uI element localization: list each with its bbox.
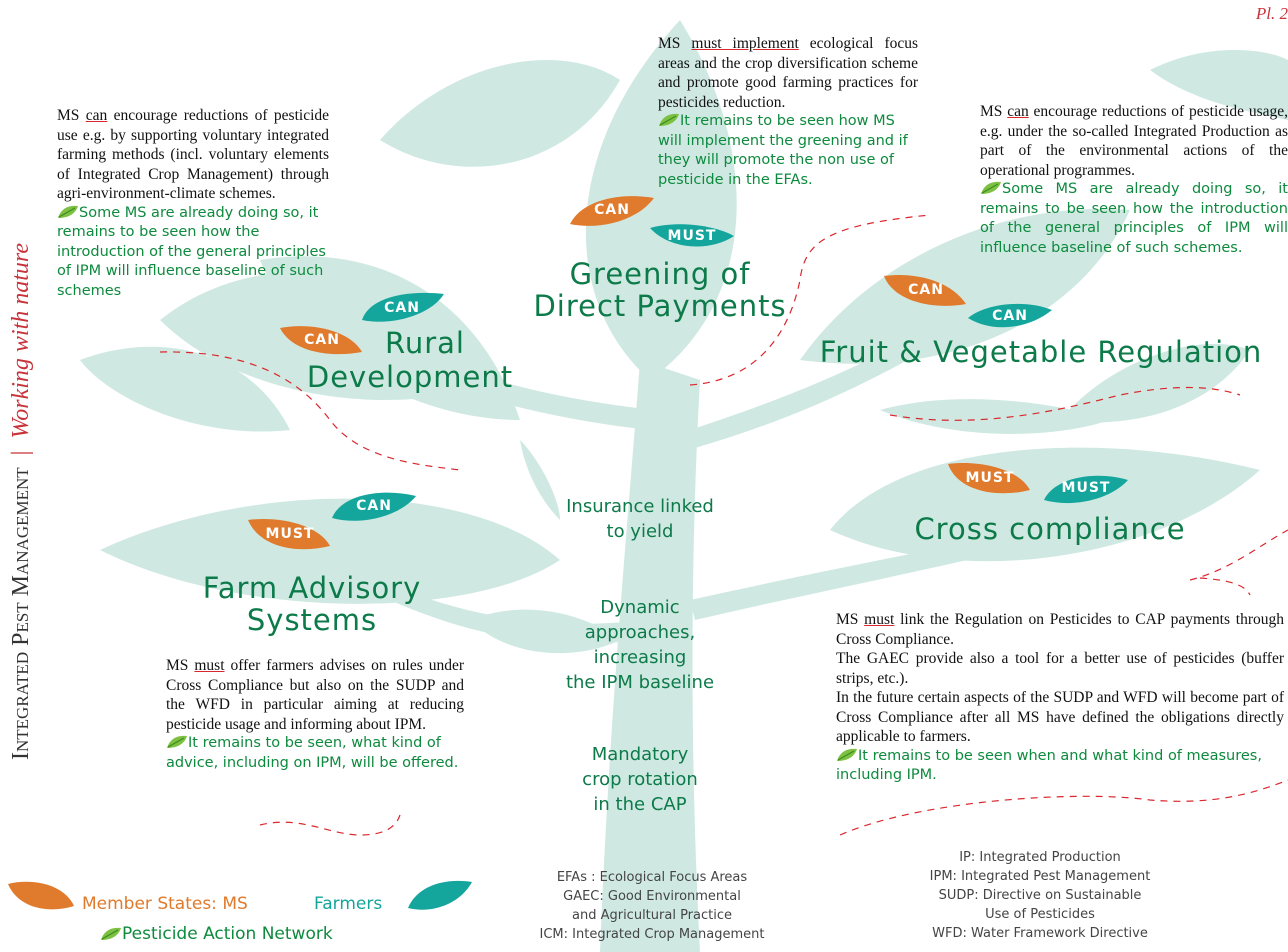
glossary-left: EFAs : Ecological Focus Areas GAEC: Good…: [539, 870, 765, 942]
cc-note-text: It remains to be seen when and what kind…: [836, 747, 1262, 784]
rd-note: Some MS are already doing so, it remains…: [57, 204, 329, 302]
fa-note-text: It remains to be seen, what kind of advi…: [166, 735, 459, 771]
leaf-bullet-icon: [58, 205, 78, 218]
cc-note: It remains to be seen when and what kind…: [836, 747, 1284, 786]
gr-modal: must implement: [691, 35, 799, 52]
fruit-veg-title: Fruit & Vegetable Regulation: [819, 335, 1263, 369]
gr-note: It remains to be seen how MS will implem…: [658, 112, 918, 190]
rural-development-title: Rural Development: [306, 326, 514, 394]
greening-title: Greening of Direct Payments: [533, 257, 787, 323]
fa-prefix: MS: [166, 657, 189, 674]
fa-must-orange-badge: MUST: [248, 516, 332, 552]
cc-must-teal-badge: MUST: [1044, 470, 1128, 506]
fv-note-text: Some MS are already doing so, it remains…: [980, 181, 1288, 256]
cc-body-2: The GAEC provide also a tool for a bette…: [836, 650, 1284, 687]
gr-prefix: MS: [658, 35, 681, 52]
fruit-veg-text: MS can encourage reductions of pesticide…: [980, 102, 1288, 258]
leaf-bullet-icon: [981, 181, 1001, 194]
farm-advisory-title: Farm Advisory Systems: [202, 571, 422, 637]
legend-member-states: Member States: MS: [82, 894, 248, 914]
trunk-item-dynamic: Dynamic approaches, increasing the IPM b…: [565, 597, 715, 693]
rd-can-teal-badge: CAN: [360, 290, 444, 326]
cc-prefix: MS: [836, 611, 859, 628]
rural-development-text: MS can encourage reductions of pesticide…: [57, 106, 329, 301]
fv-can-orange-badge: CAN: [884, 272, 968, 308]
leaf-bullet-icon: [837, 748, 857, 761]
cc-must-orange-badge: MUST: [948, 460, 1032, 496]
side-title-separator: |: [8, 450, 34, 456]
fa-modal: must: [194, 657, 225, 674]
leaf-bullet-icon: [659, 113, 679, 126]
gr-body: ecological focus areas and the crop dive…: [658, 35, 919, 111]
fv-note: Some MS are already doing so, it remains…: [980, 180, 1288, 258]
rd-body: encourage reductions of pesticide use e.…: [57, 107, 330, 202]
gr-must-teal-badge: MUST: [650, 218, 734, 254]
fa-can-teal-badge: CAN: [332, 488, 416, 524]
trunk-item-mandatory: Mandatory crop rotation in the CAP: [582, 744, 698, 815]
greening-text: MS must implement ecological focus areas…: [658, 34, 918, 190]
cc-modal: must: [864, 611, 895, 628]
gr-note-text: It remains to be seen how MS will implem…: [658, 113, 908, 188]
member-states-leaf-icon: [8, 881, 74, 910]
cc-body-1: link the Regulation on Pesticides to CAP…: [836, 611, 1284, 648]
fv-body: encourage reductions of pesticide usage,…: [980, 103, 1288, 179]
fa-body: offer farmers advises on rules under Cro…: [166, 657, 465, 733]
fa-note: It remains to be seen, what kind of advi…: [166, 734, 464, 773]
cross-compliance-title: Cross compliance: [914, 512, 1186, 546]
page-reference: Pl. 2: [1255, 4, 1288, 23]
leaf-bullet-icon: [101, 927, 121, 940]
fv-can-teal-badge: CAN: [968, 298, 1052, 334]
glossary-right: IP: Integrated Production IPM: Integrate…: [929, 850, 1151, 941]
rd-can-orange-badge: CAN: [280, 322, 364, 358]
fv-prefix: MS: [980, 103, 1003, 120]
trunk-item-insurance: Insurance linked to yield: [566, 496, 714, 542]
cross-compliance-text: MS must link the Regulation on Pesticide…: [836, 610, 1284, 786]
leaf-bullet-icon: [167, 735, 187, 748]
fv-modal: can: [1007, 103, 1029, 120]
rd-note-text: Some MS are already doing so, it remains…: [57, 204, 326, 299]
rd-prefix: MS: [57, 107, 80, 124]
farmers-leaf-icon: [408, 880, 472, 910]
side-title-tagline: Working with nature: [8, 242, 34, 439]
side-title-main: Integrated Pest Management: [8, 467, 34, 760]
side-title: Integrated Pest Management | Working wit…: [8, 160, 36, 760]
legend-org: Pesticide Action Network: [100, 924, 333, 944]
farm-advisory-text: MS must offer farmers advises on rules u…: [166, 656, 464, 773]
legend-farmers: Farmers: [314, 894, 383, 914]
cc-body-3: In the future certain aspects of the SUD…: [836, 689, 1284, 745]
gr-can-orange-badge: CAN: [570, 192, 654, 228]
rd-modal: can: [85, 107, 108, 124]
